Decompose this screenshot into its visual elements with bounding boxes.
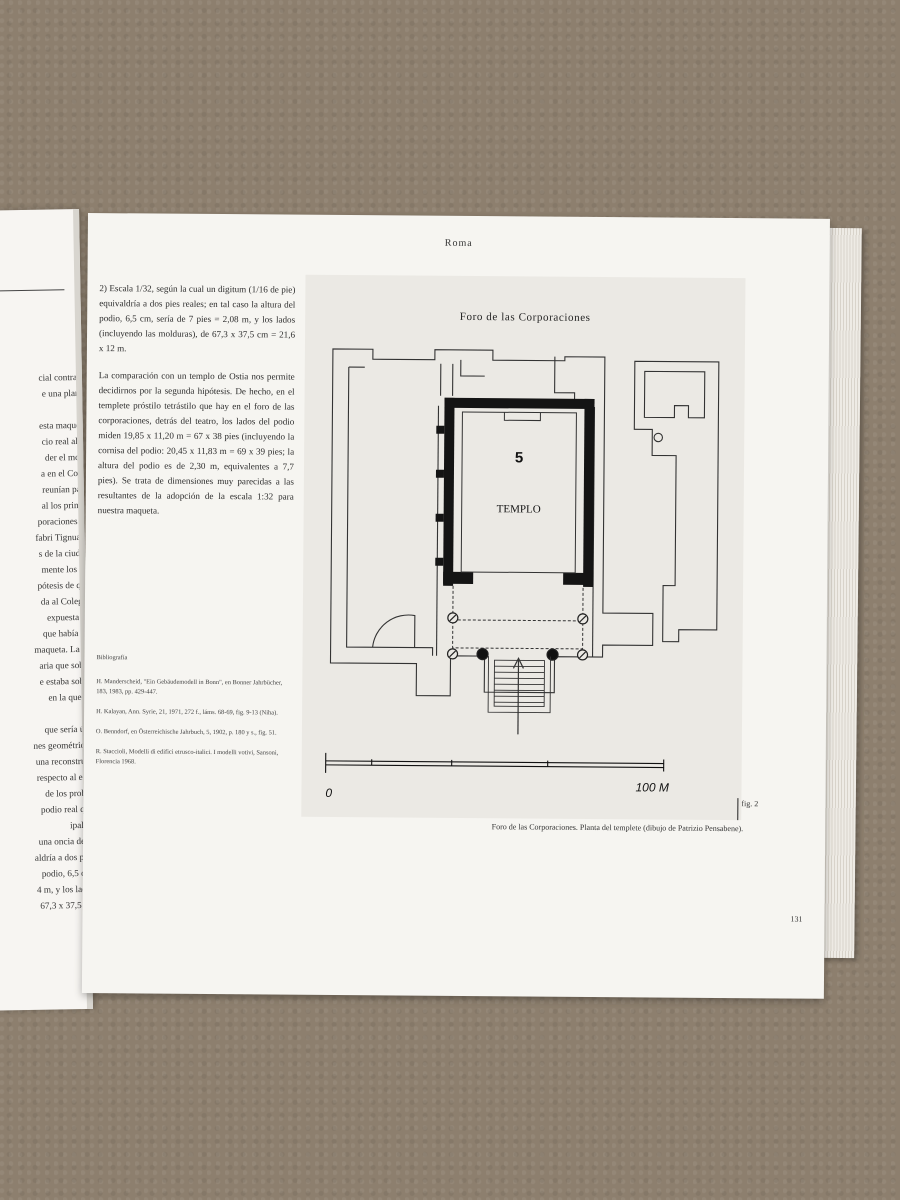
- left-page-line: aria que sobre: [39, 659, 92, 671]
- left-page-line: poraciones de: [37, 515, 89, 527]
- left-page-line: cio real algo: [41, 435, 88, 447]
- running-head: Roma: [444, 237, 473, 250]
- left-page-line: una reconstruc-: [35, 755, 93, 767]
- bibliography-title: Bibliografía: [96, 654, 128, 662]
- figure-caption: Foro de las Corporaciones. Planta del te…: [491, 822, 744, 834]
- left-page-line: 67,3 x 37,5 cm: [40, 899, 93, 911]
- left-page-line: e estaba sobre: [39, 675, 92, 687]
- left-page-line: al los princi-: [41, 499, 89, 511]
- left-page-line: s de la ciudad: [38, 547, 90, 559]
- bibliography-entry: H. Manderscheid, "Ein Gebäudemodell in B…: [96, 678, 283, 696]
- left-page-line: da al Colegio: [40, 595, 90, 607]
- bibliography-entry: H. Kalayan, Ann. Syrie, 21, 1971, 272 f.…: [96, 708, 278, 717]
- scale-start-label: 0: [325, 786, 332, 800]
- left-page-line: respecto al edi-: [36, 771, 93, 783]
- left-page-line: de los proba-: [45, 787, 93, 799]
- left-page-line: que sería útil: [44, 723, 93, 735]
- building-label: TEMPLO: [497, 503, 541, 515]
- left-page-line: mente los ar-: [41, 563, 90, 575]
- left-page-line: [0, 401, 87, 419]
- left-page-line: reunían para: [42, 483, 88, 495]
- building-number: 5: [515, 449, 523, 466]
- left-page-line: nes geométricas: [33, 739, 93, 751]
- left-page-line: 4 m, y los lados: [36, 883, 93, 895]
- left-page-line: der el mon-: [44, 451, 88, 463]
- left-page-line: cial contra el: [38, 371, 87, 383]
- figure-number: fig. 2: [737, 798, 759, 821]
- floor-plan-drawing: Foro de las Corporaciones: [325, 311, 720, 800]
- left-page-line: maqueta. La fi-: [34, 643, 91, 655]
- figure-title: Foro de las Corporaciones: [460, 311, 591, 324]
- left-page-text: cial contra el e una planta esta maqueta c…: [0, 369, 93, 914]
- body-text: 2) Escala 1/32, según la cual un digitum…: [98, 281, 296, 532]
- scale-end-label: 100 M: [635, 780, 668, 794]
- left-page-line: que había le-: [42, 627, 91, 639]
- floor-plan-figure: Foro de las Corporaciones: [301, 274, 746, 821]
- left-page-line: podio real que: [40, 803, 93, 815]
- left-page-line: una oncia de la: [38, 835, 93, 847]
- bibliography-entry: O. Benndorf, en Österreichische Jahrbuch…: [95, 728, 277, 737]
- paragraph: La comparación con un templo de Ostia no…: [97, 370, 295, 516]
- paragraph: 2) Escala 1/32, según la cual un digitum…: [98, 283, 296, 354]
- left-page-rule: [0, 289, 65, 292]
- left-page-line: e una planta: [41, 387, 87, 399]
- page-number: 131: [790, 914, 803, 924]
- left-page-line: aldría a dos pies: [34, 851, 93, 863]
- left-page-line: expuesta en: [46, 611, 91, 623]
- left-page-line: a en el Cole-: [40, 467, 88, 479]
- left-page-line: fabri Tignuarii: [35, 531, 89, 543]
- left-page-line: en la que se: [48, 691, 92, 703]
- left-page: cial contra el e una planta esta maqueta c…: [0, 208, 93, 1012]
- bibliography-entry: R. Staccioli, Modelli di edifici etrusco…: [95, 748, 279, 766]
- left-page-line: pótesis de que: [37, 579, 90, 591]
- right-page: Roma 2) Escala 1/32, según la cual un di…: [81, 213, 830, 999]
- left-page-line: esta maqueta: [38, 419, 87, 431]
- left-page-line: ipales.: [69, 819, 93, 831]
- bibliography: Bibliografía H. Manderscheid, "Ein Gebäu…: [96, 653, 293, 779]
- left-page-line: podio, 6,5 cm,: [41, 867, 93, 879]
- left-page-line: [2, 705, 92, 723]
